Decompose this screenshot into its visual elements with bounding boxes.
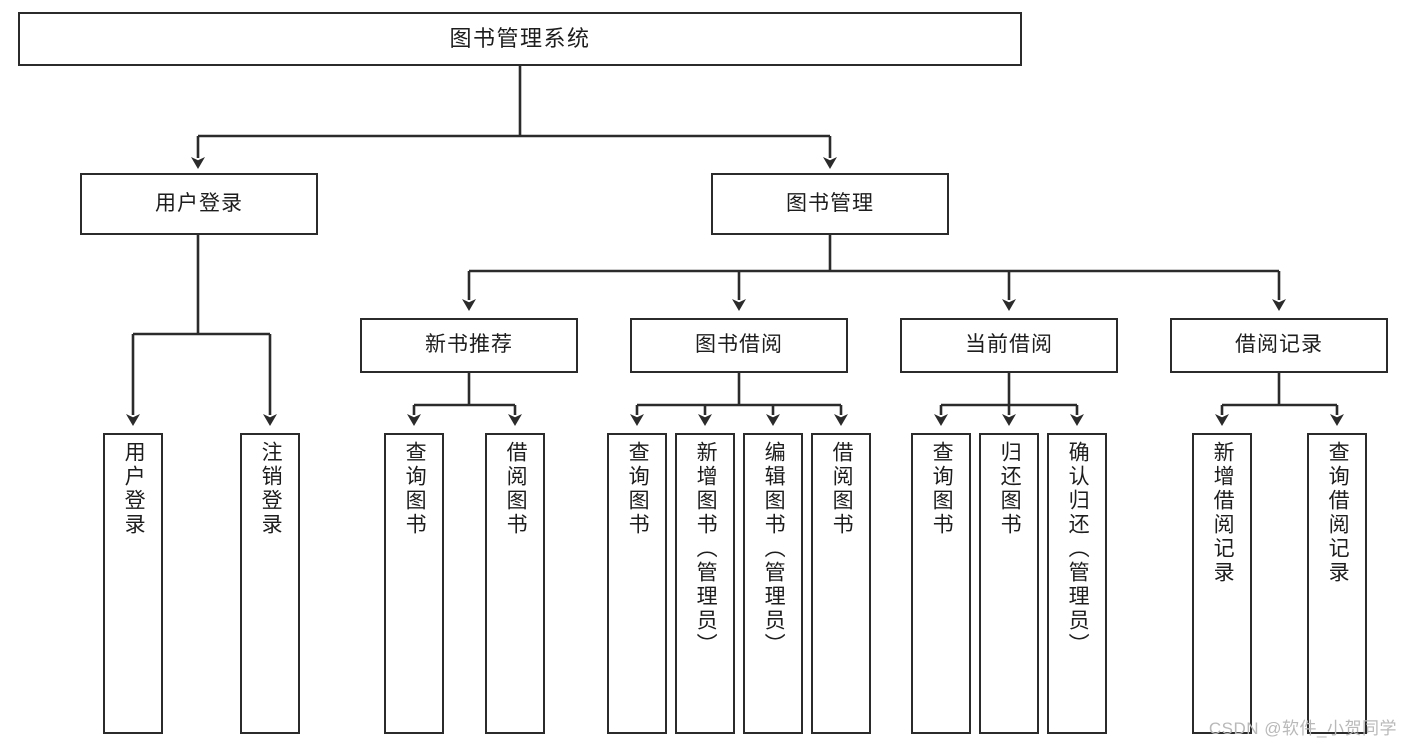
leaf-borrow-book-recommend[interactable]: 借阅图书 (485, 433, 545, 734)
node-new-book-recommend[interactable]: 新书推荐 (360, 318, 578, 373)
leaf-query-book-recommend-label: 查询图书 (403, 441, 427, 537)
leaf-return-book[interactable]: 归还图书 (979, 433, 1039, 734)
leaf-borrow-book[interactable]: 借阅图书 (811, 433, 871, 734)
leaf-edit-book-admin-label: 编辑图书（管理员） (762, 441, 786, 657)
csdn-watermark: CSDN @软件_小贺同学 (1208, 719, 1397, 738)
node-borrow-records-label: 借阅记录 (1235, 333, 1323, 357)
leaf-user-logout-label: 注销登录 (259, 441, 283, 537)
leaf-confirm-return-admin-label: 确认归还（管理员） (1066, 441, 1090, 657)
node-book-management-label: 图书管理 (786, 191, 874, 215)
leaf-add-book-admin-label: 新增图书（管理员） (694, 441, 718, 657)
leaf-user-login[interactable]: 用户登录 (103, 433, 163, 734)
leaf-add-borrow-record[interactable]: 新增借阅记录 (1192, 433, 1252, 734)
leaf-confirm-return-admin[interactable]: 确认归还（管理员） (1047, 433, 1107, 734)
leaf-user-login-label: 用户登录 (122, 441, 146, 537)
node-book-management[interactable]: 图书管理 (711, 173, 949, 235)
node-borrow-records[interactable]: 借阅记录 (1170, 318, 1388, 373)
leaf-query-book-current-label: 查询图书 (930, 441, 954, 537)
leaf-query-book-borrow-label: 查询图书 (626, 441, 650, 537)
node-root[interactable]: 图书管理系统 (18, 12, 1022, 66)
leaf-add-book-admin[interactable]: 新增图书（管理员） (675, 433, 735, 734)
node-book-borrow-label: 图书借阅 (695, 333, 783, 357)
leaf-user-logout[interactable]: 注销登录 (240, 433, 300, 734)
leaf-borrow-book-label: 借阅图书 (830, 441, 854, 537)
leaf-query-book-borrow[interactable]: 查询图书 (607, 433, 667, 734)
node-current-borrow[interactable]: 当前借阅 (900, 318, 1118, 373)
leaf-query-book-current[interactable]: 查询图书 (911, 433, 971, 734)
leaf-return-book-label: 归还图书 (998, 441, 1022, 537)
node-new-book-recommend-label: 新书推荐 (425, 333, 513, 357)
node-user-login-label: 用户登录 (155, 191, 243, 215)
node-current-borrow-label: 当前借阅 (965, 333, 1053, 357)
leaf-query-borrow-record[interactable]: 查询借阅记录 (1307, 433, 1367, 734)
node-user-login[interactable]: 用户登录 (80, 173, 318, 235)
leaf-borrow-book-recommend-label: 借阅图书 (504, 441, 528, 537)
leaf-query-book-recommend[interactable]: 查询图书 (384, 433, 444, 734)
leaf-edit-book-admin[interactable]: 编辑图书（管理员） (743, 433, 803, 734)
node-book-borrow[interactable]: 图书借阅 (630, 318, 848, 373)
leaf-add-borrow-record-label: 新增借阅记录 (1211, 441, 1235, 585)
node-root-label: 图书管理系统 (449, 26, 591, 52)
leaf-query-borrow-record-label: 查询借阅记录 (1326, 441, 1350, 585)
